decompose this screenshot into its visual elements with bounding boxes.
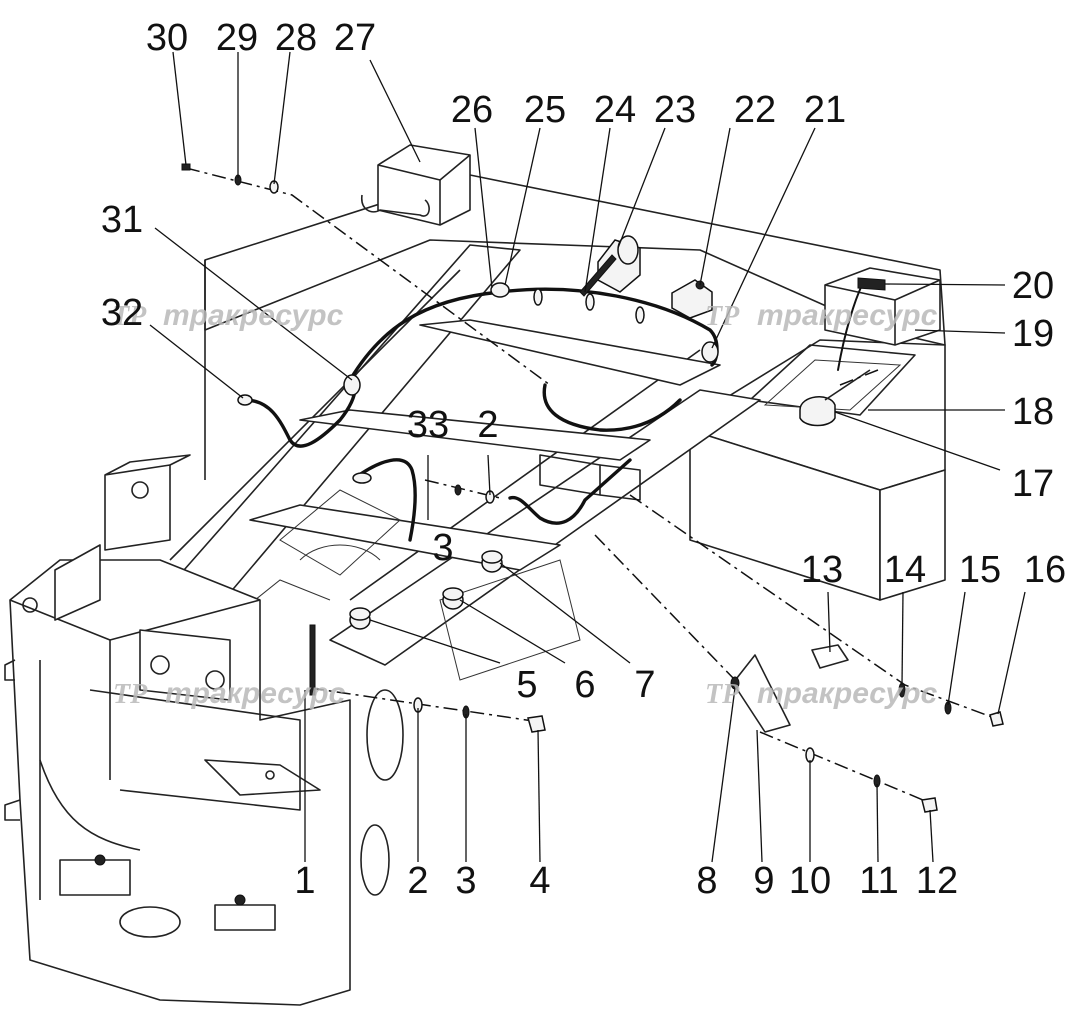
watermark: ТР тракресурс [705, 677, 938, 710]
callout-18: 18 [1012, 391, 1054, 433]
callout-33: 33 [407, 404, 449, 446]
chassis-drawing [4, 144, 946, 1006]
callout-3-lower: 3 [455, 860, 476, 902]
callout-22: 22 [734, 89, 776, 131]
callout-2-upper: 2 [477, 404, 498, 446]
watermark-text: тракресурс [165, 677, 346, 710]
watermark: ТР тракресурс [705, 299, 938, 332]
callout-25: 25 [524, 89, 566, 131]
callout-24: 24 [594, 89, 636, 131]
watermark-logo: ТР [705, 679, 740, 710]
callout-17: 17 [1012, 463, 1054, 505]
callout-10: 10 [789, 860, 831, 902]
callout-5: 5 [516, 664, 537, 706]
wiring-harness [237, 282, 863, 542]
callout-6: 6 [574, 664, 595, 706]
callout-14: 14 [884, 549, 926, 591]
callout-11: 11 [859, 860, 898, 902]
callout-13: 13 [801, 549, 843, 591]
callout-4: 4 [529, 860, 550, 902]
callout-9: 9 [753, 860, 774, 902]
watermark-group: ТР тракресурс ТР тракресурс ТР тракресур… [112, 299, 938, 710]
callout-3-upper: 3 [432, 527, 453, 569]
watermark-text: тракресурс [757, 299, 938, 332]
callout-16: 16 [1024, 549, 1066, 591]
leader-lines [149, 51, 1026, 863]
components [349, 235, 886, 733]
watermark-logo: ТР [112, 301, 147, 332]
callout-12: 12 [916, 860, 958, 902]
callout-32: 32 [101, 292, 143, 334]
callout-26: 26 [451, 89, 493, 131]
watermark-logo: ТР [705, 301, 740, 332]
watermark-text: тракресурс [163, 299, 344, 332]
callout-31: 31 [101, 199, 143, 241]
callout-27: 27 [334, 17, 376, 59]
callout-19: 19 [1012, 313, 1054, 355]
callout-7: 7 [634, 664, 655, 706]
watermark: ТР тракресурс [113, 677, 346, 710]
explode-lines [185, 167, 1001, 806]
callout-1: 1 [294, 860, 315, 902]
watermark-text: тракресурс [757, 677, 938, 710]
callout-15: 15 [959, 549, 1001, 591]
callout-20: 20 [1012, 265, 1054, 307]
hardware [181, 163, 1004, 813]
callout-30: 30 [146, 17, 188, 59]
callout-28: 28 [275, 17, 317, 59]
callout-29: 29 [216, 17, 258, 59]
callout-2-lower: 2 [407, 860, 428, 902]
watermark-logo: ТР [113, 679, 148, 710]
watermark: ТР тракресурс [112, 299, 344, 332]
callout-labels: 30 29 28 27 26 25 24 23 22 21 20 19 18 1… [101, 17, 1066, 902]
callout-21: 21 [804, 89, 846, 131]
callout-8: 8 [696, 860, 717, 902]
callout-23: 23 [654, 89, 696, 131]
